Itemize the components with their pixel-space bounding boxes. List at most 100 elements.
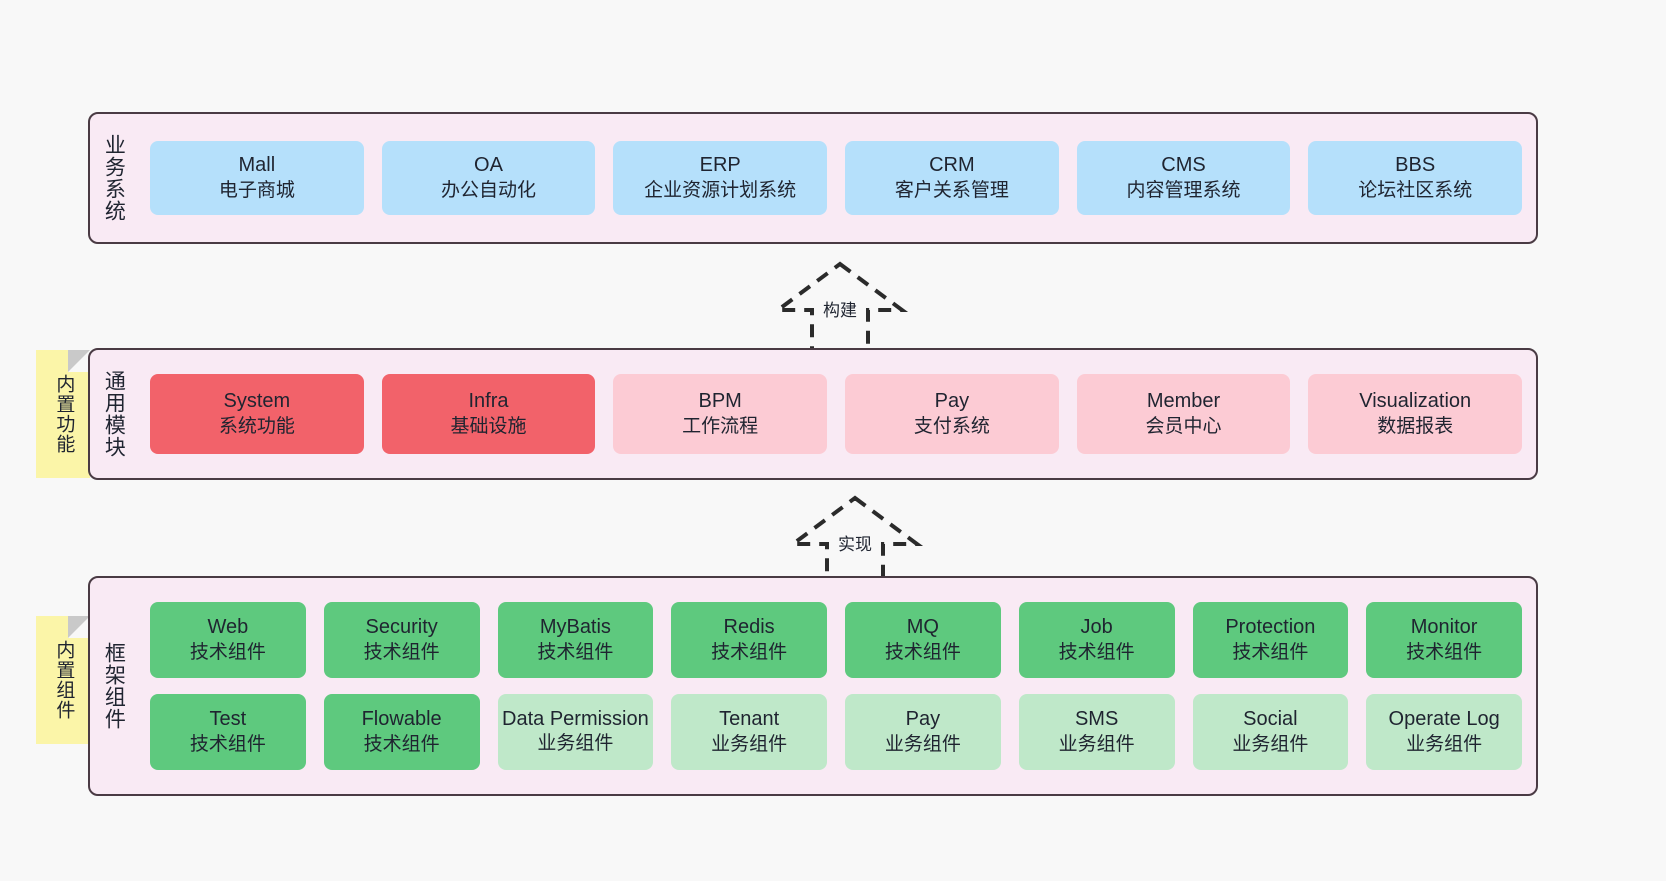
card-title-cn: 工作流程 bbox=[682, 415, 759, 437]
card-title-en: CMS bbox=[1161, 154, 1206, 177]
card-title-cn: 电子商城 bbox=[218, 179, 295, 201]
card-title-en: Flowable bbox=[361, 708, 442, 731]
card-member[interactable]: Member 会员中心 bbox=[1076, 374, 1291, 454]
layer-title-common-modules: 通用模块 bbox=[102, 370, 126, 458]
card-crm[interactable]: CRM 客户关系管理 bbox=[845, 141, 1059, 215]
note-label: 内置组件 bbox=[53, 640, 75, 720]
card-title-en: Job bbox=[1080, 616, 1113, 639]
card-title-cn: 基础设施 bbox=[450, 415, 527, 437]
card-sms[interactable]: SMS 业务组件 bbox=[1018, 694, 1175, 770]
card-redis[interactable]: Redis 技术组件 bbox=[671, 602, 827, 678]
layer-title-business-systems: 业务系统 bbox=[102, 134, 126, 222]
card-bbs[interactable]: BBS 论坛社区系统 bbox=[1308, 141, 1523, 215]
card-title-en: Infra bbox=[468, 390, 509, 413]
card-title-en: Pay bbox=[905, 708, 941, 731]
card-title-en: SMS bbox=[1074, 708, 1119, 731]
card-title-en: MQ bbox=[906, 616, 939, 639]
card-test[interactable]: Test 技术组件 bbox=[150, 694, 306, 770]
layer-business-systems: 业务系统 Mall 电子商城 OA 办公自动化 ERP 企业资源计划系统 CRM… bbox=[88, 112, 1538, 244]
card-mybatis[interactable]: MyBatis 技术组件 bbox=[497, 602, 654, 678]
card-title-cn: 技术组件 bbox=[1232, 641, 1309, 663]
card-title-en: Operate Log bbox=[1388, 708, 1500, 731]
card-visualization[interactable]: Visualization 数据报表 bbox=[1308, 374, 1523, 454]
card-title-en: Pay bbox=[934, 390, 970, 413]
card-operate-log[interactable]: Operate Log 业务组件 bbox=[1366, 694, 1522, 770]
card-title-en: OA bbox=[474, 154, 503, 177]
card-monitor[interactable]: Monitor 技术组件 bbox=[1366, 602, 1522, 678]
card-title-cn: 技术组件 bbox=[189, 733, 266, 755]
card-title-en: Data Permission bbox=[502, 708, 649, 731]
layer-title-framework-components: 框架组件 bbox=[102, 642, 126, 730]
card-title-cn: 系统功能 bbox=[218, 415, 295, 437]
layer-body-business-systems: Mall 电子商城 OA 办公自动化 ERP 企业资源计划系统 CRM 客户关系… bbox=[136, 114, 1536, 242]
card-tenant[interactable]: Tenant 业务组件 bbox=[671, 694, 827, 770]
connector-build: 构建 bbox=[750, 258, 930, 354]
card-row: Test 技术组件 Flowable 技术组件 Data Permission … bbox=[150, 694, 1522, 770]
note-builtin-components: 内置组件 bbox=[36, 616, 90, 744]
card-title-cn: 会员中心 bbox=[1145, 415, 1222, 437]
card-title-en: CRM bbox=[929, 154, 975, 177]
card-title-en: Redis bbox=[723, 616, 775, 639]
card-title-cn: 技术组件 bbox=[537, 641, 614, 663]
card-title-en: Monitor bbox=[1410, 616, 1478, 639]
card-oa[interactable]: OA 办公自动化 bbox=[381, 141, 596, 215]
connector-label-implement: 实现 bbox=[835, 530, 875, 555]
card-title-cn: 技术组件 bbox=[1058, 641, 1135, 663]
card-title-cn: 技术组件 bbox=[363, 733, 440, 755]
card-job[interactable]: Job 技术组件 bbox=[1018, 602, 1175, 678]
card-security[interactable]: Security 技术组件 bbox=[323, 602, 480, 678]
card-title-cn: 业务组件 bbox=[1232, 733, 1309, 755]
card-pay-module[interactable]: Pay 支付系统 bbox=[845, 374, 1059, 454]
card-social[interactable]: Social 业务组件 bbox=[1192, 694, 1349, 770]
card-title-cn: 技术组件 bbox=[363, 641, 440, 663]
card-title-en: Web bbox=[207, 616, 249, 639]
card-title-cn: 企业资源计划系统 bbox=[644, 179, 797, 201]
card-title-cn: 内容管理系统 bbox=[1126, 179, 1241, 201]
card-title-en: Visualization bbox=[1359, 390, 1472, 413]
card-title-cn: 业务组件 bbox=[711, 733, 788, 755]
card-title-cn: 技术组件 bbox=[711, 641, 788, 663]
card-title-cn: 数据报表 bbox=[1377, 415, 1454, 437]
card-bpm[interactable]: BPM 工作流程 bbox=[613, 374, 828, 454]
card-web[interactable]: Web 技术组件 bbox=[150, 602, 306, 678]
card-row: System 系统功能 Infra 基础设施 BPM 工作流程 Pay 支付系统… bbox=[150, 374, 1523, 454]
card-protection[interactable]: Protection 技术组件 bbox=[1192, 602, 1349, 678]
card-title-en: Mall bbox=[238, 154, 276, 177]
layer-body-common-modules: System 系统功能 Infra 基础设施 BPM 工作流程 Pay 支付系统… bbox=[136, 350, 1536, 478]
card-flowable[interactable]: Flowable 技术组件 bbox=[323, 694, 480, 770]
card-title-cn: 业务组件 bbox=[884, 733, 961, 755]
card-infra[interactable]: Infra 基础设施 bbox=[381, 374, 596, 454]
card-system[interactable]: System 系统功能 bbox=[150, 374, 364, 454]
card-title-en: Member bbox=[1146, 390, 1221, 413]
card-title-cn: 办公自动化 bbox=[441, 179, 537, 201]
card-title-en: BPM bbox=[698, 390, 742, 413]
note-label: 内置功能 bbox=[53, 374, 75, 454]
card-title-en: Tenant bbox=[719, 708, 780, 731]
card-data-permission[interactable]: Data Permission 业务组件 bbox=[497, 694, 654, 770]
card-title-cn: 论坛社区系统 bbox=[1358, 179, 1473, 201]
note-builtin-functions: 内置功能 bbox=[36, 350, 90, 478]
card-row: Web 技术组件 Security 技术组件 MyBatis 技术组件 Redi… bbox=[150, 602, 1522, 678]
card-title-en: BBS bbox=[1395, 154, 1436, 177]
layer-common-modules: 通用模块 System 系统功能 Infra 基础设施 BPM 工作流程 Pay… bbox=[88, 348, 1538, 480]
card-title-en: Security bbox=[365, 616, 438, 639]
layer-framework-components: 框架组件 Web 技术组件 Security 技术组件 MyBatis 技术组件… bbox=[88, 576, 1538, 796]
card-title-en: MyBatis bbox=[539, 616, 611, 639]
connector-label-build: 构建 bbox=[820, 296, 860, 321]
card-title-cn: 支付系统 bbox=[913, 415, 990, 437]
card-row: Mall 电子商城 OA 办公自动化 ERP 企业资源计划系统 CRM 客户关系… bbox=[150, 141, 1523, 215]
card-title-cn: 客户关系管理 bbox=[894, 179, 1009, 201]
card-title-cn: 业务组件 bbox=[1058, 733, 1135, 755]
card-title-en: System bbox=[223, 390, 291, 413]
card-title-en: Protection bbox=[1225, 616, 1316, 639]
card-cms[interactable]: CMS 内容管理系统 bbox=[1076, 141, 1291, 215]
card-mall[interactable]: Mall 电子商城 bbox=[150, 141, 364, 215]
layer-body-framework-components: Web 技术组件 Security 技术组件 MyBatis 技术组件 Redi… bbox=[136, 578, 1536, 794]
card-erp[interactable]: ERP 企业资源计划系统 bbox=[613, 141, 828, 215]
connector-implement: 实现 bbox=[765, 492, 945, 588]
card-title-cn: 业务组件 bbox=[537, 732, 614, 754]
card-mq[interactable]: MQ 技术组件 bbox=[845, 602, 1001, 678]
card-title-en: Test bbox=[209, 708, 247, 731]
card-pay-component[interactable]: Pay 业务组件 bbox=[845, 694, 1001, 770]
